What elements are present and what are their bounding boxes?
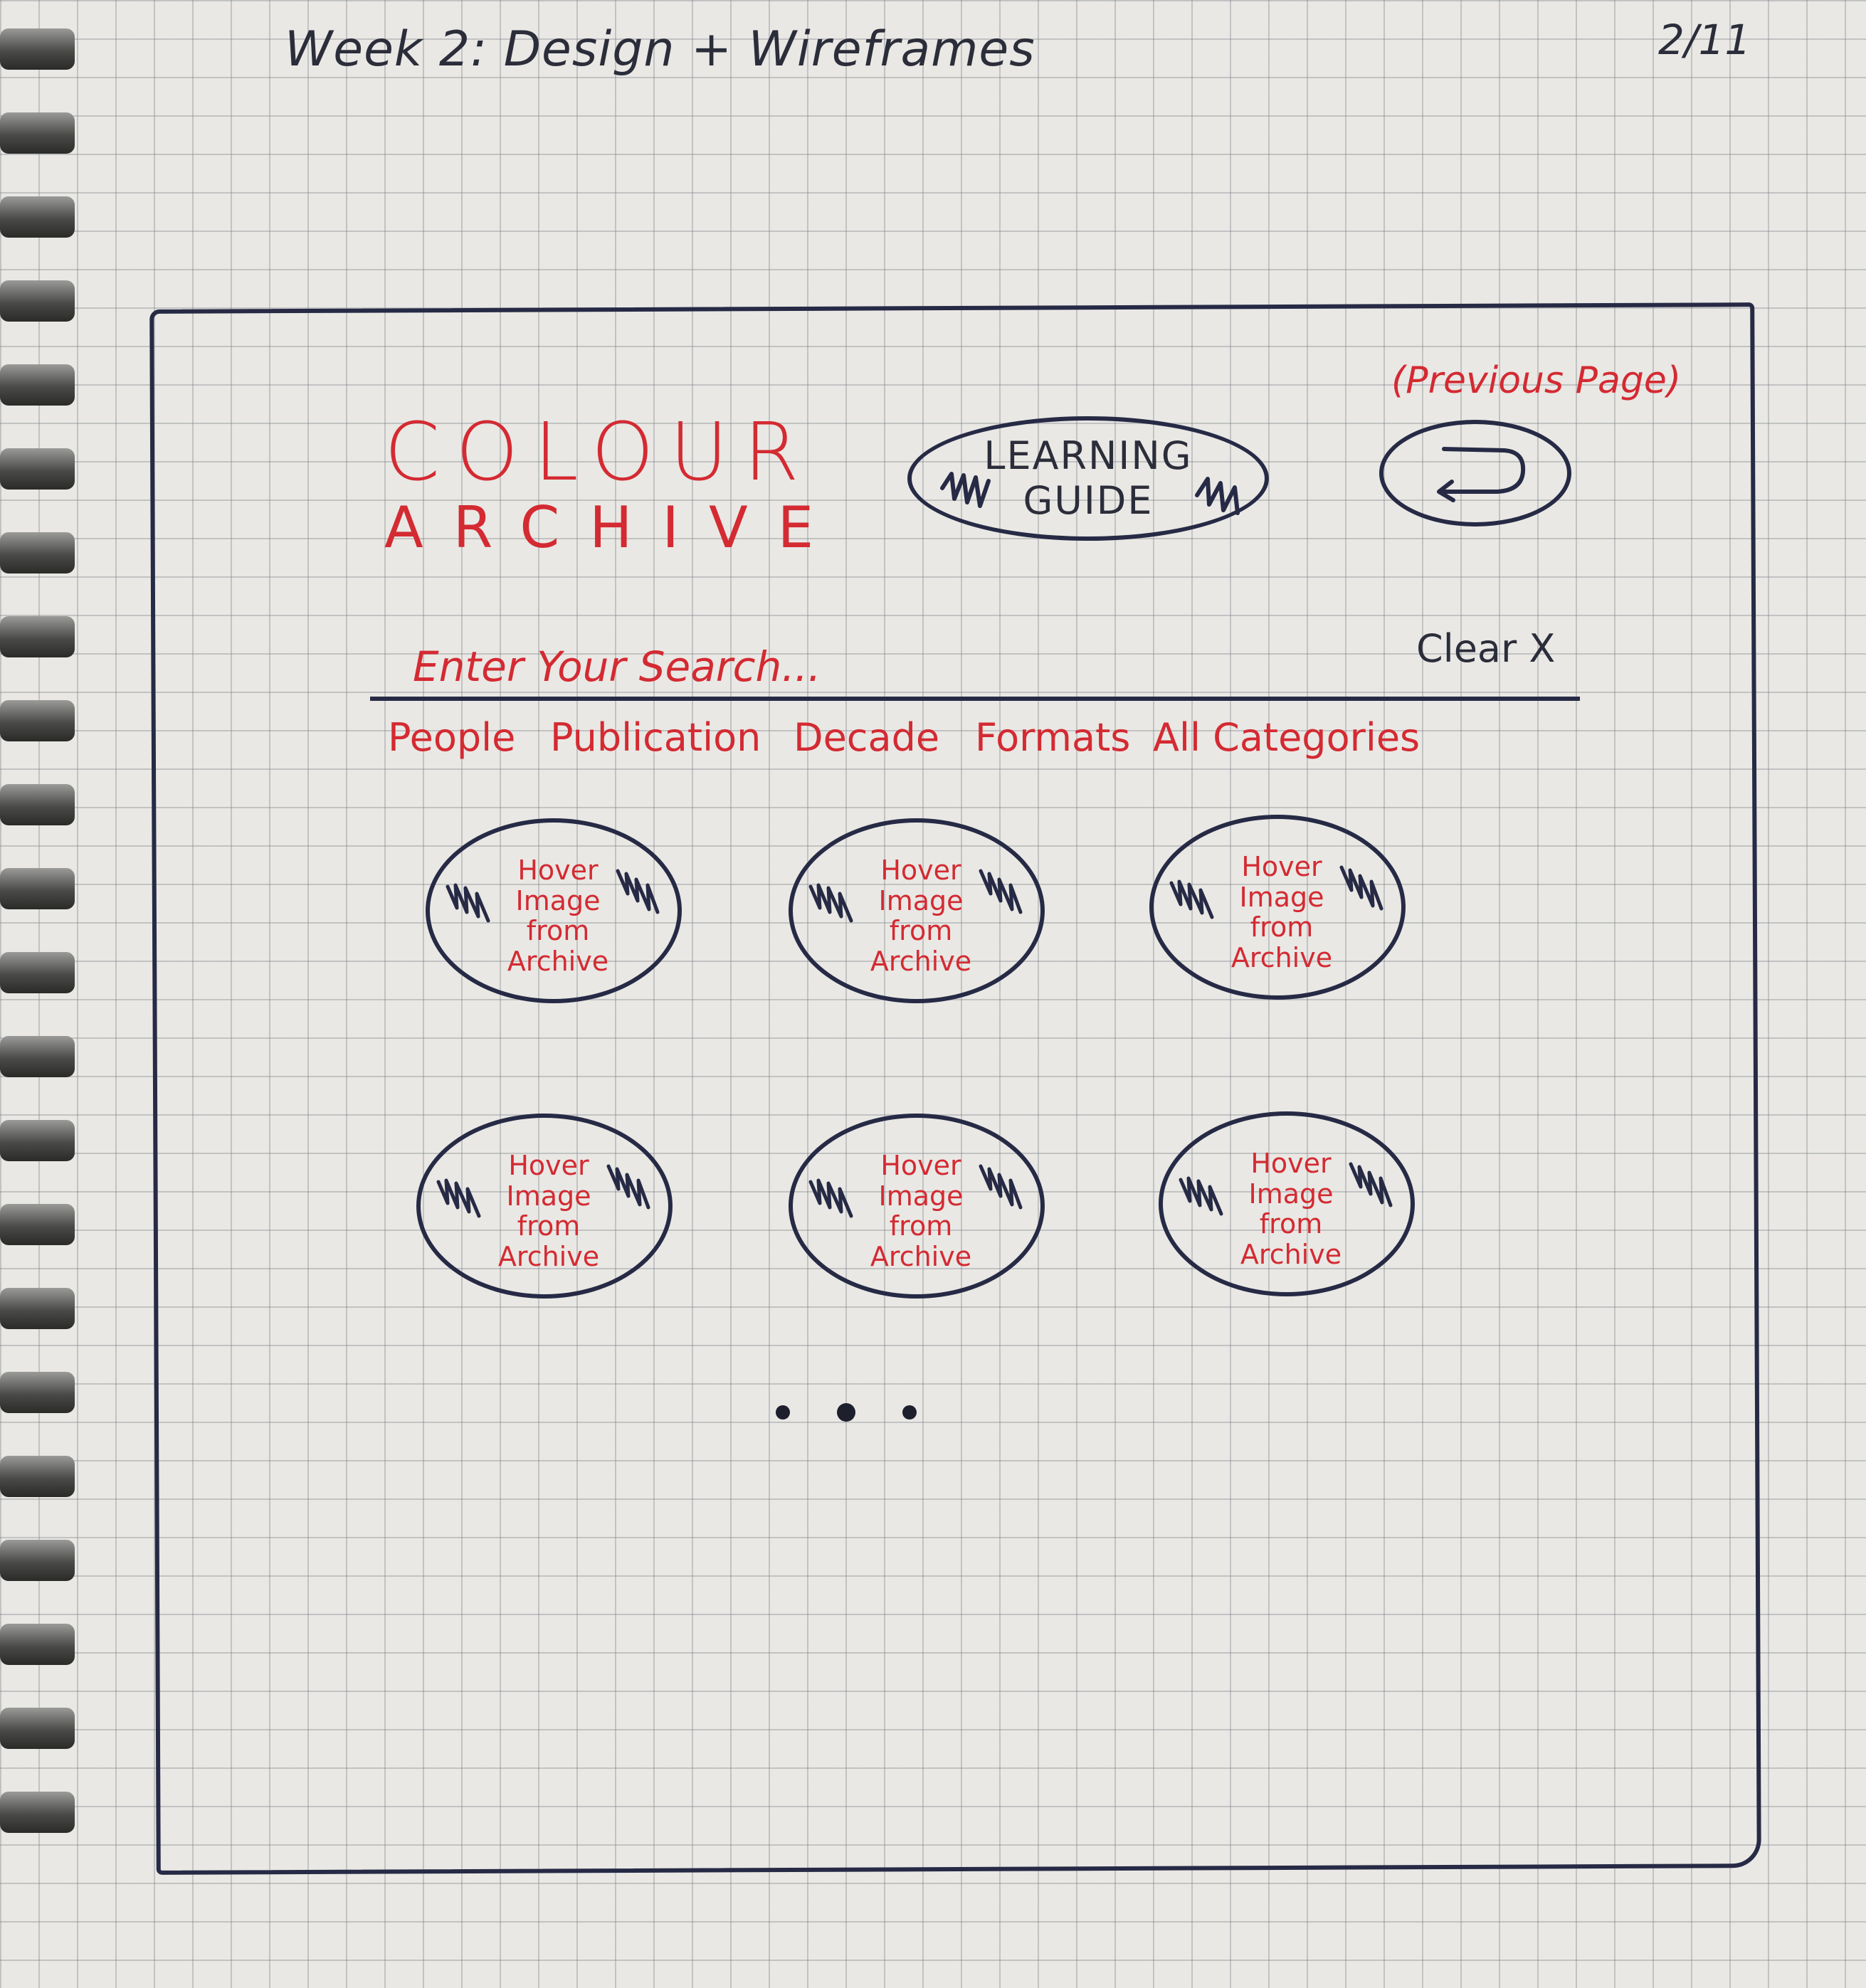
learning-guide-label-2: GUIDE bbox=[1023, 477, 1154, 523]
spiral-ring bbox=[0, 1288, 75, 1329]
spiral-ring bbox=[0, 1708, 75, 1749]
search-bar bbox=[370, 637, 1580, 701]
filter-decade[interactable]: Decade bbox=[794, 715, 940, 760]
filter-people[interactable]: People bbox=[388, 715, 516, 760]
spiral-ring bbox=[0, 784, 75, 825]
sketch-date: 2/11 bbox=[1658, 16, 1751, 64]
sketch-title: Week 2: Design + Wireframes bbox=[285, 21, 1035, 78]
spiral-ring bbox=[0, 1624, 75, 1665]
learning-guide-button[interactable]: LEARNING GUIDE bbox=[907, 416, 1269, 541]
scribble-hatch-icon bbox=[1339, 865, 1383, 911]
filter-formats[interactable]: Formats bbox=[975, 715, 1131, 760]
spiral-ring bbox=[0, 868, 75, 909]
spiral-ring bbox=[0, 952, 75, 993]
notebook-spiral-binding bbox=[0, 0, 78, 1988]
site-logo[interactable]: COLOUR ARCHIVE bbox=[384, 413, 843, 556]
clear-search-button[interactable]: Clear X bbox=[1416, 626, 1556, 671]
previous-page-button[interactable] bbox=[1379, 420, 1571, 527]
page-dot[interactable] bbox=[902, 1405, 917, 1419]
spiral-ring bbox=[0, 28, 75, 70]
learning-guide-label-1: LEARNING bbox=[984, 433, 1193, 479]
spiral-ring bbox=[0, 280, 75, 322]
spiral-ring bbox=[0, 616, 75, 657]
spiral-ring bbox=[0, 448, 75, 490]
scribble-hatch-icon bbox=[446, 883, 490, 923]
spiral-ring bbox=[0, 532, 75, 573]
scribble-hatch-icon bbox=[979, 869, 1023, 914]
previous-page-caption: (Previous Page) bbox=[1391, 359, 1682, 402]
spiral-ring bbox=[0, 1120, 75, 1161]
spiral-ring bbox=[0, 700, 75, 741]
scribble-hatch-icon bbox=[1179, 1176, 1223, 1216]
scribble-hatch-icon bbox=[1349, 1162, 1393, 1207]
scribble-hatch-icon bbox=[940, 472, 991, 508]
search-input[interactable] bbox=[370, 637, 1580, 701]
scribble-hatch-icon bbox=[436, 1178, 481, 1218]
scribble-hatch-icon bbox=[808, 883, 853, 923]
pagination-dots bbox=[776, 1403, 917, 1422]
logo-line-colour: COLOUR bbox=[384, 406, 815, 499]
scribble-hatch-icon bbox=[808, 1178, 853, 1218]
spiral-ring bbox=[0, 196, 75, 238]
scribble-hatch-icon bbox=[616, 869, 660, 914]
spiral-ring bbox=[0, 1540, 75, 1581]
spiral-ring bbox=[0, 364, 75, 406]
scribble-hatch-icon bbox=[1195, 477, 1240, 515]
filter-all-categories[interactable]: All Categories bbox=[1153, 715, 1420, 760]
scribble-hatch-icon bbox=[606, 1164, 650, 1210]
page-dot-active[interactable] bbox=[837, 1403, 855, 1422]
spiral-ring bbox=[0, 112, 75, 154]
scribble-hatch-icon bbox=[979, 1164, 1023, 1210]
scribble-hatch-icon bbox=[1169, 879, 1214, 919]
spiral-ring bbox=[0, 1372, 75, 1413]
spiral-ring bbox=[0, 1204, 75, 1245]
spiral-ring bbox=[0, 1792, 75, 1833]
filter-publication[interactable]: Publication bbox=[550, 715, 761, 760]
page-dot[interactable] bbox=[776, 1405, 790, 1419]
spiral-ring bbox=[0, 1456, 75, 1497]
logo-line-archive: ARCHIVE bbox=[384, 495, 844, 561]
spiral-ring bbox=[0, 1036, 75, 1077]
return-arrow-icon bbox=[1437, 447, 1526, 502]
